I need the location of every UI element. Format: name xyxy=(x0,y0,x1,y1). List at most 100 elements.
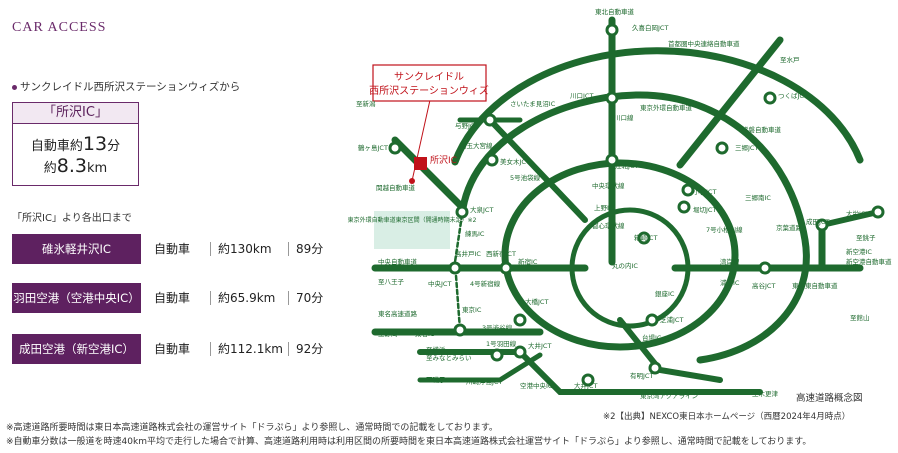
bijogi-junction xyxy=(485,153,499,167)
map-label: 大橋JCT xyxy=(525,297,548,306)
chuo-kanjo-road xyxy=(501,159,739,351)
map-label: 都心環状線 xyxy=(592,221,625,230)
route-distance: 約130km xyxy=(218,242,272,256)
map-label: 久喜白岡JCT xyxy=(632,23,668,32)
map-label: 高井戸IC xyxy=(455,249,481,258)
divider xyxy=(210,242,211,256)
oei-junction xyxy=(871,205,885,219)
map-label: 西新宿JCT xyxy=(486,249,516,258)
map-label: 4号新宿線 xyxy=(470,279,501,288)
route-name: 成田空港（新空港IC） xyxy=(12,334,141,364)
origin-label: サンクレイドル西所沢ステーションウィズから xyxy=(12,79,240,94)
map-label: 川崎浮島JCT xyxy=(466,377,502,386)
horikiri-junction xyxy=(677,200,691,214)
wangan-road xyxy=(417,349,763,395)
joban-road xyxy=(676,36,784,169)
origin-text: サンクレイドル西所沢ステーションウィズから xyxy=(20,81,241,93)
ic-summary-box: 「所沢IC」 自動車約13分 約8.3km xyxy=(12,102,139,186)
map-label: 東北自動車道 xyxy=(595,7,635,16)
kawaguchi-junction xyxy=(605,91,619,105)
route-time: 70分 xyxy=(296,291,324,305)
footnote-2: ※自動車分数は一般道を時速40km平均で走行した場合で計算、高速道路利用時は利用… xyxy=(6,437,812,447)
map-label: 東京外環自動車道 xyxy=(640,103,693,112)
narita-junction xyxy=(815,218,829,232)
map-label: 与野JCT xyxy=(455,122,478,130)
saitama-omiya-road xyxy=(487,117,588,223)
kuki-junction xyxy=(605,23,619,37)
bullet-icon xyxy=(12,84,17,90)
map-label: 芝浦JCT xyxy=(660,315,683,324)
map-label: 東京湾アクアライン xyxy=(640,391,698,400)
route-distance: 約112.1km xyxy=(218,342,283,356)
map-label: 台場IC xyxy=(642,333,662,342)
map-label: 有明JCT xyxy=(630,371,653,380)
ic-box-distance: 約8.3km xyxy=(43,155,108,177)
kanetsu-road xyxy=(391,136,464,209)
footnote-1: ※高速道路所要時間は東日本高速道路株式会社の運営サイト「ドラぷら」より参照し、通… xyxy=(6,423,498,433)
property-label-line2: 西所沢ステーションウィズ xyxy=(369,84,489,97)
kawasaki-junction xyxy=(490,348,504,362)
map-label: 銀座IC xyxy=(655,289,675,298)
map-label: 埼玉大宮線 xyxy=(460,141,493,150)
map-label: 東京IC xyxy=(462,305,482,314)
tsurugashima-junction xyxy=(388,141,402,155)
map-label: 1号羽田線 xyxy=(486,339,517,348)
route-name: 碓氷軽井沢IC xyxy=(12,234,141,264)
map-label: 小菅JCT xyxy=(693,187,716,196)
daiba-road xyxy=(617,317,723,383)
map-label: 常磐自動車道 xyxy=(742,125,782,134)
map-label: 高谷JCT xyxy=(752,281,775,290)
route-row: 碓氷軽井沢IC 自動車 約130km 89分 xyxy=(12,234,328,264)
map-label: 至水戸 xyxy=(780,55,800,64)
map-label: 東名IC xyxy=(415,329,435,338)
property-leader-line xyxy=(411,99,431,182)
map-label: 東名高速道路 xyxy=(378,309,418,318)
haneda-road xyxy=(417,352,543,383)
kosuge-junction xyxy=(681,183,695,197)
oizumi-junction xyxy=(455,205,469,219)
map-label: 箱崎JCT xyxy=(634,233,657,242)
map-label: 大泉JCT xyxy=(470,205,493,214)
map-label: 成田JCT xyxy=(806,217,829,226)
shibaura-junction xyxy=(645,313,659,327)
oi-junction xyxy=(513,345,527,359)
property-label-box xyxy=(372,64,487,102)
oei-road xyxy=(819,209,881,228)
route-row: 羽田空港（空港中央IC） 自動車 約65.9km 70分 xyxy=(12,283,328,313)
map-label: 中央JCT xyxy=(428,279,451,288)
ic-box-header: 「所沢IC」 xyxy=(13,103,138,124)
gaikan-unopened xyxy=(453,213,464,264)
gaikan-road xyxy=(458,91,810,364)
divider xyxy=(288,291,289,305)
map-label: 至新潟 xyxy=(356,99,376,108)
ic-box-time: 自動車約13分 xyxy=(30,133,121,155)
map-label: 至館山 xyxy=(850,313,870,322)
ariake-junction xyxy=(648,361,662,375)
map-label: 首都圏中央連絡自動車道 xyxy=(668,39,740,48)
tsukuba-junction xyxy=(763,91,777,105)
unopened-note-box xyxy=(374,211,450,249)
route-time: 92分 xyxy=(296,342,324,356)
map-label: 大井JCT xyxy=(574,381,597,390)
divider xyxy=(210,342,211,356)
map-label: 川口線 xyxy=(614,113,634,122)
oi-minami-junction xyxy=(581,373,595,387)
map-label: 江北JCT xyxy=(615,162,638,170)
map-label: さいたま見沼IC xyxy=(510,99,556,108)
map-label: 至銚子 xyxy=(856,233,876,242)
divider xyxy=(210,291,211,305)
map-label: 堀切JCT xyxy=(693,205,716,214)
tokorozawa-ic-label: 所沢IC xyxy=(430,154,457,166)
divider xyxy=(288,242,289,256)
yono-junction xyxy=(483,113,497,127)
map-label: 3号渋谷線 xyxy=(482,323,513,332)
page-title: CAR ACCESS xyxy=(12,20,107,35)
map-label: 湾岸線 xyxy=(720,257,740,266)
map-label: 至静岡 xyxy=(378,329,398,338)
ohashi-junction xyxy=(513,313,527,327)
map-label: 東関東自動車道 xyxy=(792,281,838,290)
map-label: 7号小松川線 xyxy=(706,225,743,234)
map-label: 美女木JCT xyxy=(500,157,530,166)
ken-o-do-road xyxy=(451,47,864,166)
